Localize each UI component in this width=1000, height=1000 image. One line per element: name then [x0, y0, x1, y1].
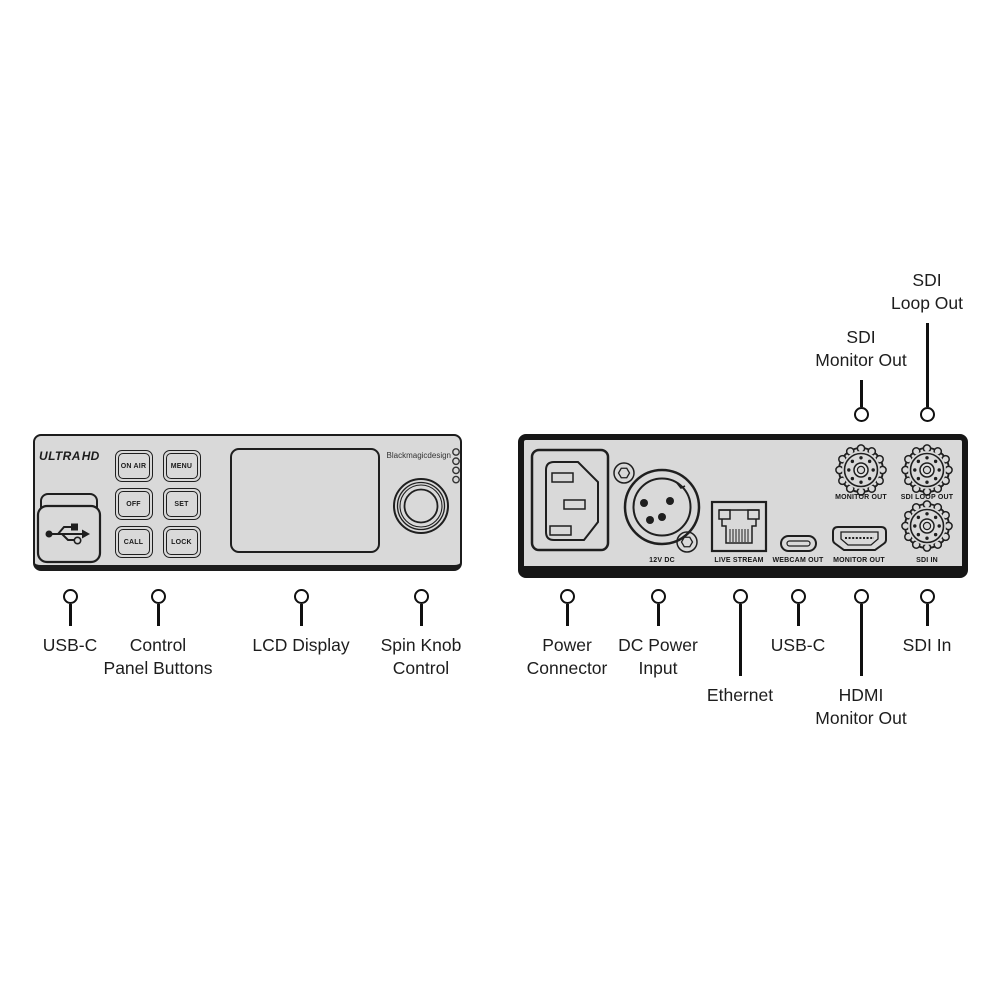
callout-stem [925, 604, 929, 626]
callout-label: SDI Monitor Out [815, 327, 907, 370]
callout-stem [796, 604, 800, 626]
button-call: CALL [114, 526, 153, 558]
button-set-label: SET [174, 500, 189, 508]
button-menu-label: MENU [170, 462, 193, 470]
button-lock: LOCK [162, 526, 201, 558]
callout-label: Ethernet [706, 685, 774, 705]
callout-ring-icon [293, 589, 309, 604]
callout-ring-icon [853, 589, 869, 604]
callout-label: Power Connector [526, 635, 608, 678]
callout-sdi-loop-out: SDI Loop Out [842, 269, 1000, 422]
callout-ring-icon [919, 589, 935, 604]
port-label-12v-dc: 12V DC [649, 557, 675, 564]
port-label-monitor-out-bnc: MONITOR OUT [835, 494, 887, 501]
callout-spin-knob-control: Spin Knob Control [336, 589, 506, 680]
callout-stem [656, 604, 660, 626]
usb-trident-icon [45, 523, 90, 545]
port-label-webcam-out: WEBCAM OUT [772, 557, 824, 564]
callout-stem [299, 604, 303, 626]
callout-sdi-monitor-out: SDI Monitor Out [776, 326, 946, 422]
callout-dc-power-input: DC Power Input [573, 589, 743, 680]
blackmagicdesign-logo: Blackmagicdesign [386, 451, 451, 460]
usb-port-icon [36, 493, 102, 564]
bnc-sdi-in-icon [901, 499, 953, 552]
callout-ring-icon [919, 407, 935, 422]
callout-label: DC Power Input [618, 635, 698, 678]
bnc-sdi-loop-out-icon [901, 443, 953, 497]
button-call-label: CALL [123, 538, 144, 546]
callout-stem [156, 604, 160, 626]
ethernet-port-icon [710, 500, 768, 553]
callout-label: HDMI Monitor Out [815, 685, 907, 728]
callout-hdmi-monitor-out: HDMI Monitor Out [776, 589, 946, 730]
port-label-sdi-in: SDI IN [916, 557, 938, 564]
ultrahd-logo: ULTRAHD [39, 449, 100, 463]
ultrahd-logo-ultra: ULTRA [39, 449, 81, 463]
button-lock-label: LOCK [171, 538, 192, 546]
callout-label: SDI In [902, 635, 952, 655]
callout-label: LCD Display [252, 635, 350, 655]
button-off-label: OFF [126, 500, 141, 508]
callout-control-panel-buttons: Control Panel Buttons [73, 589, 243, 680]
callout-stem [738, 604, 742, 676]
callout-ring-icon [732, 589, 748, 604]
callout-usb-c-front: USB-C [0, 589, 155, 657]
dc-power-xlr-icon [623, 468, 701, 546]
callout-label: Control Panel Buttons [103, 635, 213, 678]
callout-ring-icon [62, 589, 78, 604]
callout-ring-icon [853, 407, 869, 422]
hdmi-port-icon [832, 526, 887, 551]
front-panel-illustration: ULTRAHD [33, 434, 462, 571]
lcd-display [230, 448, 380, 553]
power-connector-icon [530, 448, 610, 552]
callout-usb-c-rear: USB-C [713, 589, 883, 657]
front-panel-graphics [36, 448, 460, 564]
bmd-dots-icon [452, 448, 460, 484]
callout-ring-icon [790, 589, 806, 604]
button-on-air-label: ON AIR [120, 462, 147, 470]
callout-ethernet: Ethernet [655, 589, 825, 707]
screw-icon [613, 462, 635, 484]
port-label-monitor-out-hdmi: MONITOR OUT [833, 557, 885, 564]
callout-label: USB-C [42, 635, 98, 655]
spin-knob-icon [393, 478, 449, 534]
port-label-live-stream: LIVE STREAM [714, 557, 764, 564]
callout-stem [859, 380, 863, 407]
callout-stem [68, 604, 72, 626]
callout-ring-icon [150, 589, 166, 604]
button-menu: MENU [162, 450, 201, 482]
callout-label: SDI Loop Out [891, 270, 963, 313]
button-set: SET [162, 488, 201, 520]
callout-stem [419, 604, 423, 626]
callout-label: Spin Knob Control [380, 635, 462, 678]
ultrahd-logo-hd: HD [81, 449, 100, 463]
bnc-monitor-out-icon [835, 443, 887, 497]
usbc-port-icon [780, 535, 817, 552]
callout-ring-icon [413, 589, 429, 604]
rear-panel-illustration: 12V DC LIVE STREAM WEBCAM OUT MONITOR OU… [518, 434, 968, 578]
callout-ring-icon [650, 589, 666, 604]
callout-power-connector: Power Connector [482, 589, 652, 680]
callout-label: USB-C [770, 635, 826, 655]
callout-lcd-display: LCD Display [216, 589, 386, 657]
port-label-sdi-loop-out: SDI LOOP OUT [900, 494, 954, 501]
callout-stem [565, 604, 569, 626]
callout-stem [859, 604, 863, 676]
callout-ring-icon [559, 589, 575, 604]
rear-panel-graphics [530, 443, 953, 553]
button-off: OFF [114, 488, 153, 520]
callout-stem [925, 323, 929, 407]
button-on-air: ON AIR [114, 450, 153, 482]
callout-sdi-in: SDI In [842, 589, 1000, 657]
